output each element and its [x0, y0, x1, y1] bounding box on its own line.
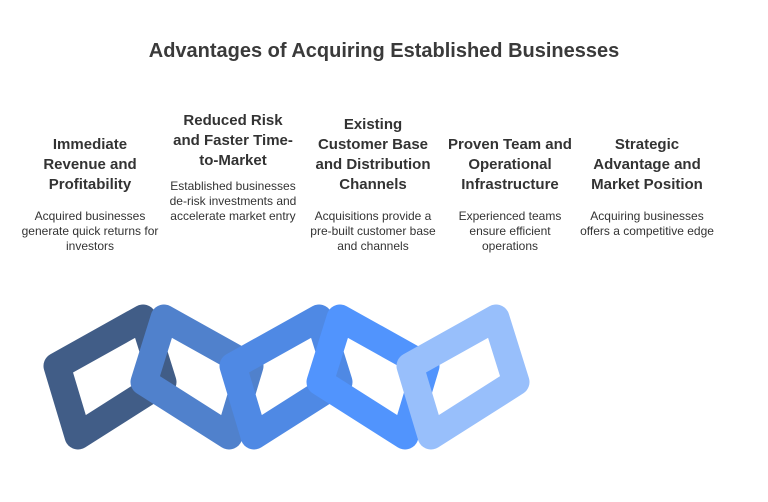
item-description: Established businesses de-risk investmen…	[169, 179, 297, 223]
item-strategic-advantage: Strategic Advantage and Market Position …	[577, 0, 717, 502]
item-reduced-risk: Reduced Risk and Faster Time-to-Market E…	[163, 0, 303, 502]
item-description: Acquisitions provide a pre-built custome…	[310, 209, 436, 253]
item-description: Experienced teams ensure efficient opera…	[458, 209, 562, 253]
item-description: Acquired businesses generate quick retur…	[21, 209, 159, 253]
item-heading: Reduced Risk and Faster Time-to-Market	[173, 112, 293, 169]
item-description: Acquiring businesses offers a competitiv…	[580, 209, 714, 238]
diagram-title: Advantages of Acquiring Established Busi…	[148, 40, 620, 62]
item-heading: Existing Customer Base and Distribution …	[315, 116, 431, 193]
item-heading: Proven Team and Operational Infrastructu…	[448, 136, 572, 193]
item-heading: Immediate Revenue and Profitability	[43, 136, 137, 193]
chain-link-5	[396, 304, 530, 450]
item-immediate-revenue: Immediate Revenue and Profitability Acqu…	[20, 0, 160, 502]
item-proven-team: Proven Team and Operational Infrastructu…	[440, 0, 580, 502]
item-customer-base: Existing Customer Base and Distribution …	[303, 0, 443, 502]
item-heading: Strategic Advantage and Market Position	[591, 136, 703, 193]
